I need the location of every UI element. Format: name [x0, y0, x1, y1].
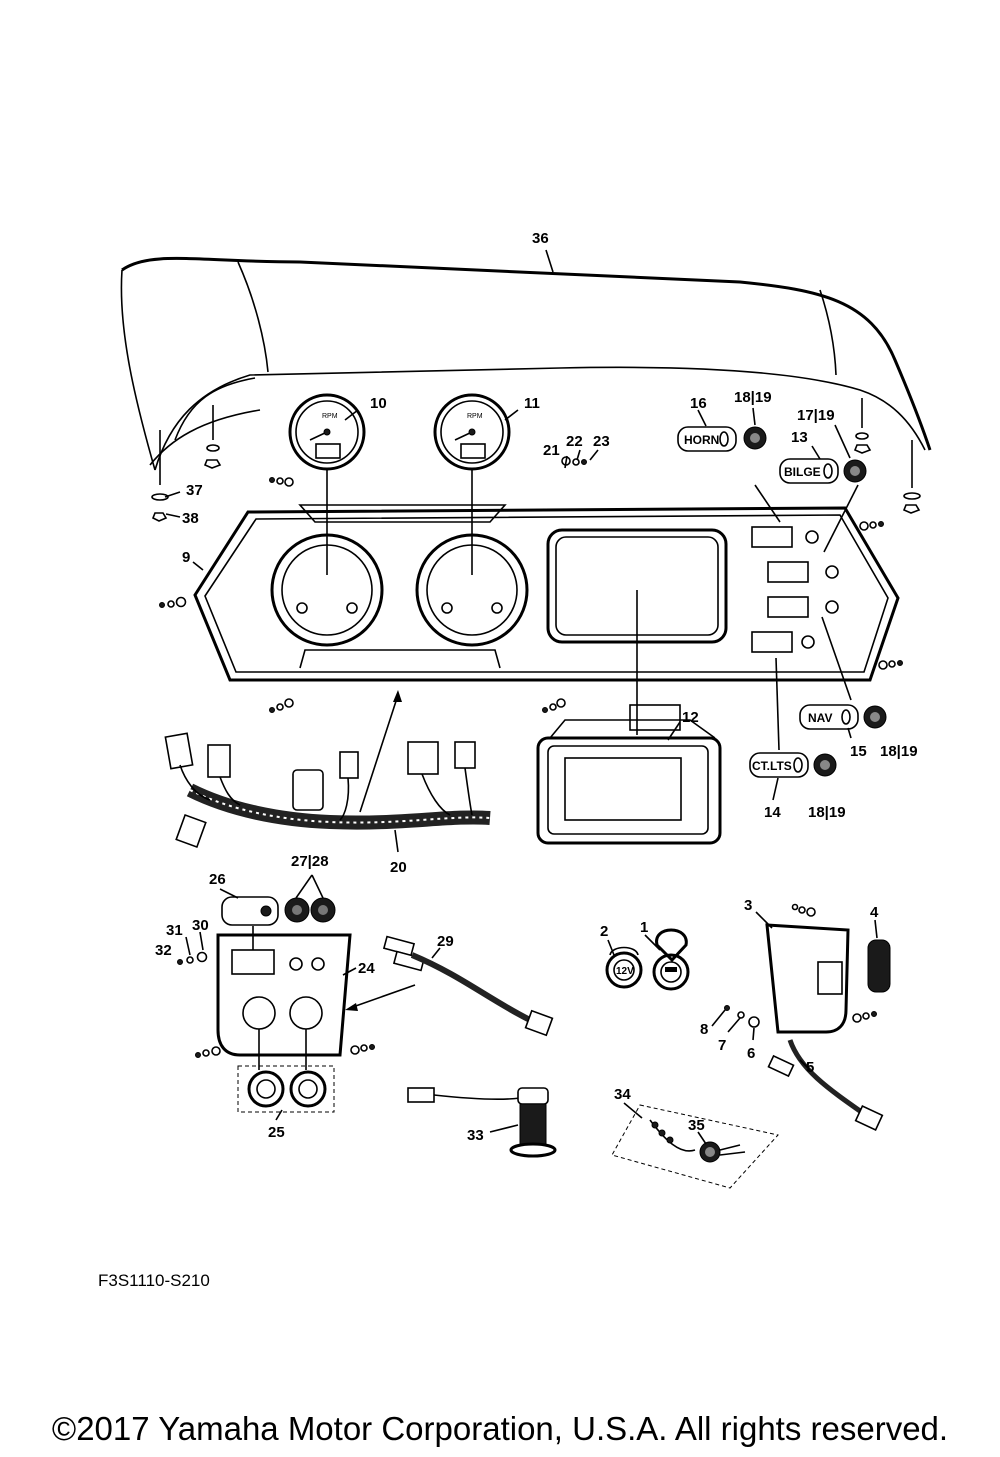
callout-29: 29	[437, 933, 454, 950]
callout-3: 3	[744, 897, 752, 914]
callout-11: 11	[524, 395, 540, 412]
callout-36: 36	[532, 230, 549, 247]
callout-30: 30	[192, 917, 209, 934]
callout-33: 33	[467, 1127, 484, 1144]
svg-text:NAV: NAV	[808, 711, 832, 725]
callout-16: 16	[690, 395, 707, 412]
svg-text:CT.LTS: CT.LTS	[752, 759, 792, 773]
bilge-switch: BILGE	[779, 458, 839, 484]
dash-cover	[120, 256, 932, 522]
callout-25: 25	[268, 1124, 285, 1141]
callout-17-19: 17|19	[797, 407, 835, 424]
callout-22: 22	[566, 433, 583, 450]
callout-26: 26	[209, 871, 226, 888]
svg-text:HORN: HORN	[684, 433, 719, 447]
callout-23: 23	[593, 433, 610, 450]
callout-18-19-nav: 18|19	[880, 743, 918, 760]
aux-panel	[724, 903, 891, 1131]
usb-outlet-icon	[652, 928, 690, 991]
callout-31: 31	[166, 922, 183, 939]
callout-7: 7	[718, 1037, 726, 1054]
12v-outlet-icon: 12V	[605, 946, 643, 989]
callout-labels: 36 10 11 16 18|19 17|19 13 21 22 23 37 3…	[155, 230, 918, 1144]
callout-13: 13	[791, 429, 808, 446]
callout-8: 8	[700, 1021, 708, 1038]
tachometer-icon: RPM	[288, 393, 366, 471]
callout-21: 21	[543, 442, 560, 459]
callout-34: 34	[614, 1086, 631, 1103]
copyright-notice: ©2017 Yamaha Motor Corporation, U.S.A. A…	[51, 1410, 949, 1447]
callout-5: 5	[806, 1059, 814, 1076]
wire-harness-icon	[164, 732, 491, 849]
callout-9: 9	[182, 549, 190, 566]
callout-38: 38	[182, 510, 199, 527]
callout-35: 35	[688, 1117, 705, 1134]
svg-text:BILGE: BILGE	[784, 465, 821, 479]
callout-1: 1	[640, 919, 648, 936]
nav-switch: NAV	[799, 704, 859, 730]
ignition-switch-icon	[611, 1104, 779, 1189]
callout-14: 14	[764, 804, 781, 821]
callout-10: 10	[370, 395, 387, 412]
sub-panel-fasteners	[177, 951, 375, 1058]
display-unit	[536, 704, 722, 845]
leader-lines	[164, 249, 878, 1145]
panel-fasteners	[159, 456, 903, 713]
tachometer-icon: RPM	[433, 393, 511, 471]
switch-boots	[743, 426, 887, 777]
svg-text:12V: 12V	[616, 966, 634, 977]
callout-18-19-ctlts: 18|19	[808, 804, 846, 821]
callout-12: 12	[682, 709, 699, 726]
speaker-icon	[407, 1087, 557, 1158]
ctlts-switch: CT.LTS	[749, 752, 809, 778]
callout-20: 20	[390, 859, 407, 876]
harness-29	[382, 935, 554, 1037]
callout-18-19-top: 18|19	[734, 389, 772, 406]
dash-panel	[193, 504, 900, 682]
callout-37: 37	[186, 482, 203, 499]
callout-24: 24	[358, 960, 375, 977]
sub-panel	[216, 874, 352, 1113]
svg-text:RPM: RPM	[467, 413, 483, 420]
callout-27-28: 27|28	[291, 853, 329, 870]
callout-2: 2	[600, 923, 608, 940]
callout-15: 15	[850, 743, 867, 760]
callout-6: 6	[747, 1045, 755, 1062]
horn-switch: HORN	[677, 426, 737, 452]
callout-32: 32	[155, 942, 172, 959]
figure-code: F3S1110-S210	[98, 1271, 210, 1290]
svg-text:RPM: RPM	[322, 413, 338, 420]
callout-4: 4	[870, 904, 879, 921]
